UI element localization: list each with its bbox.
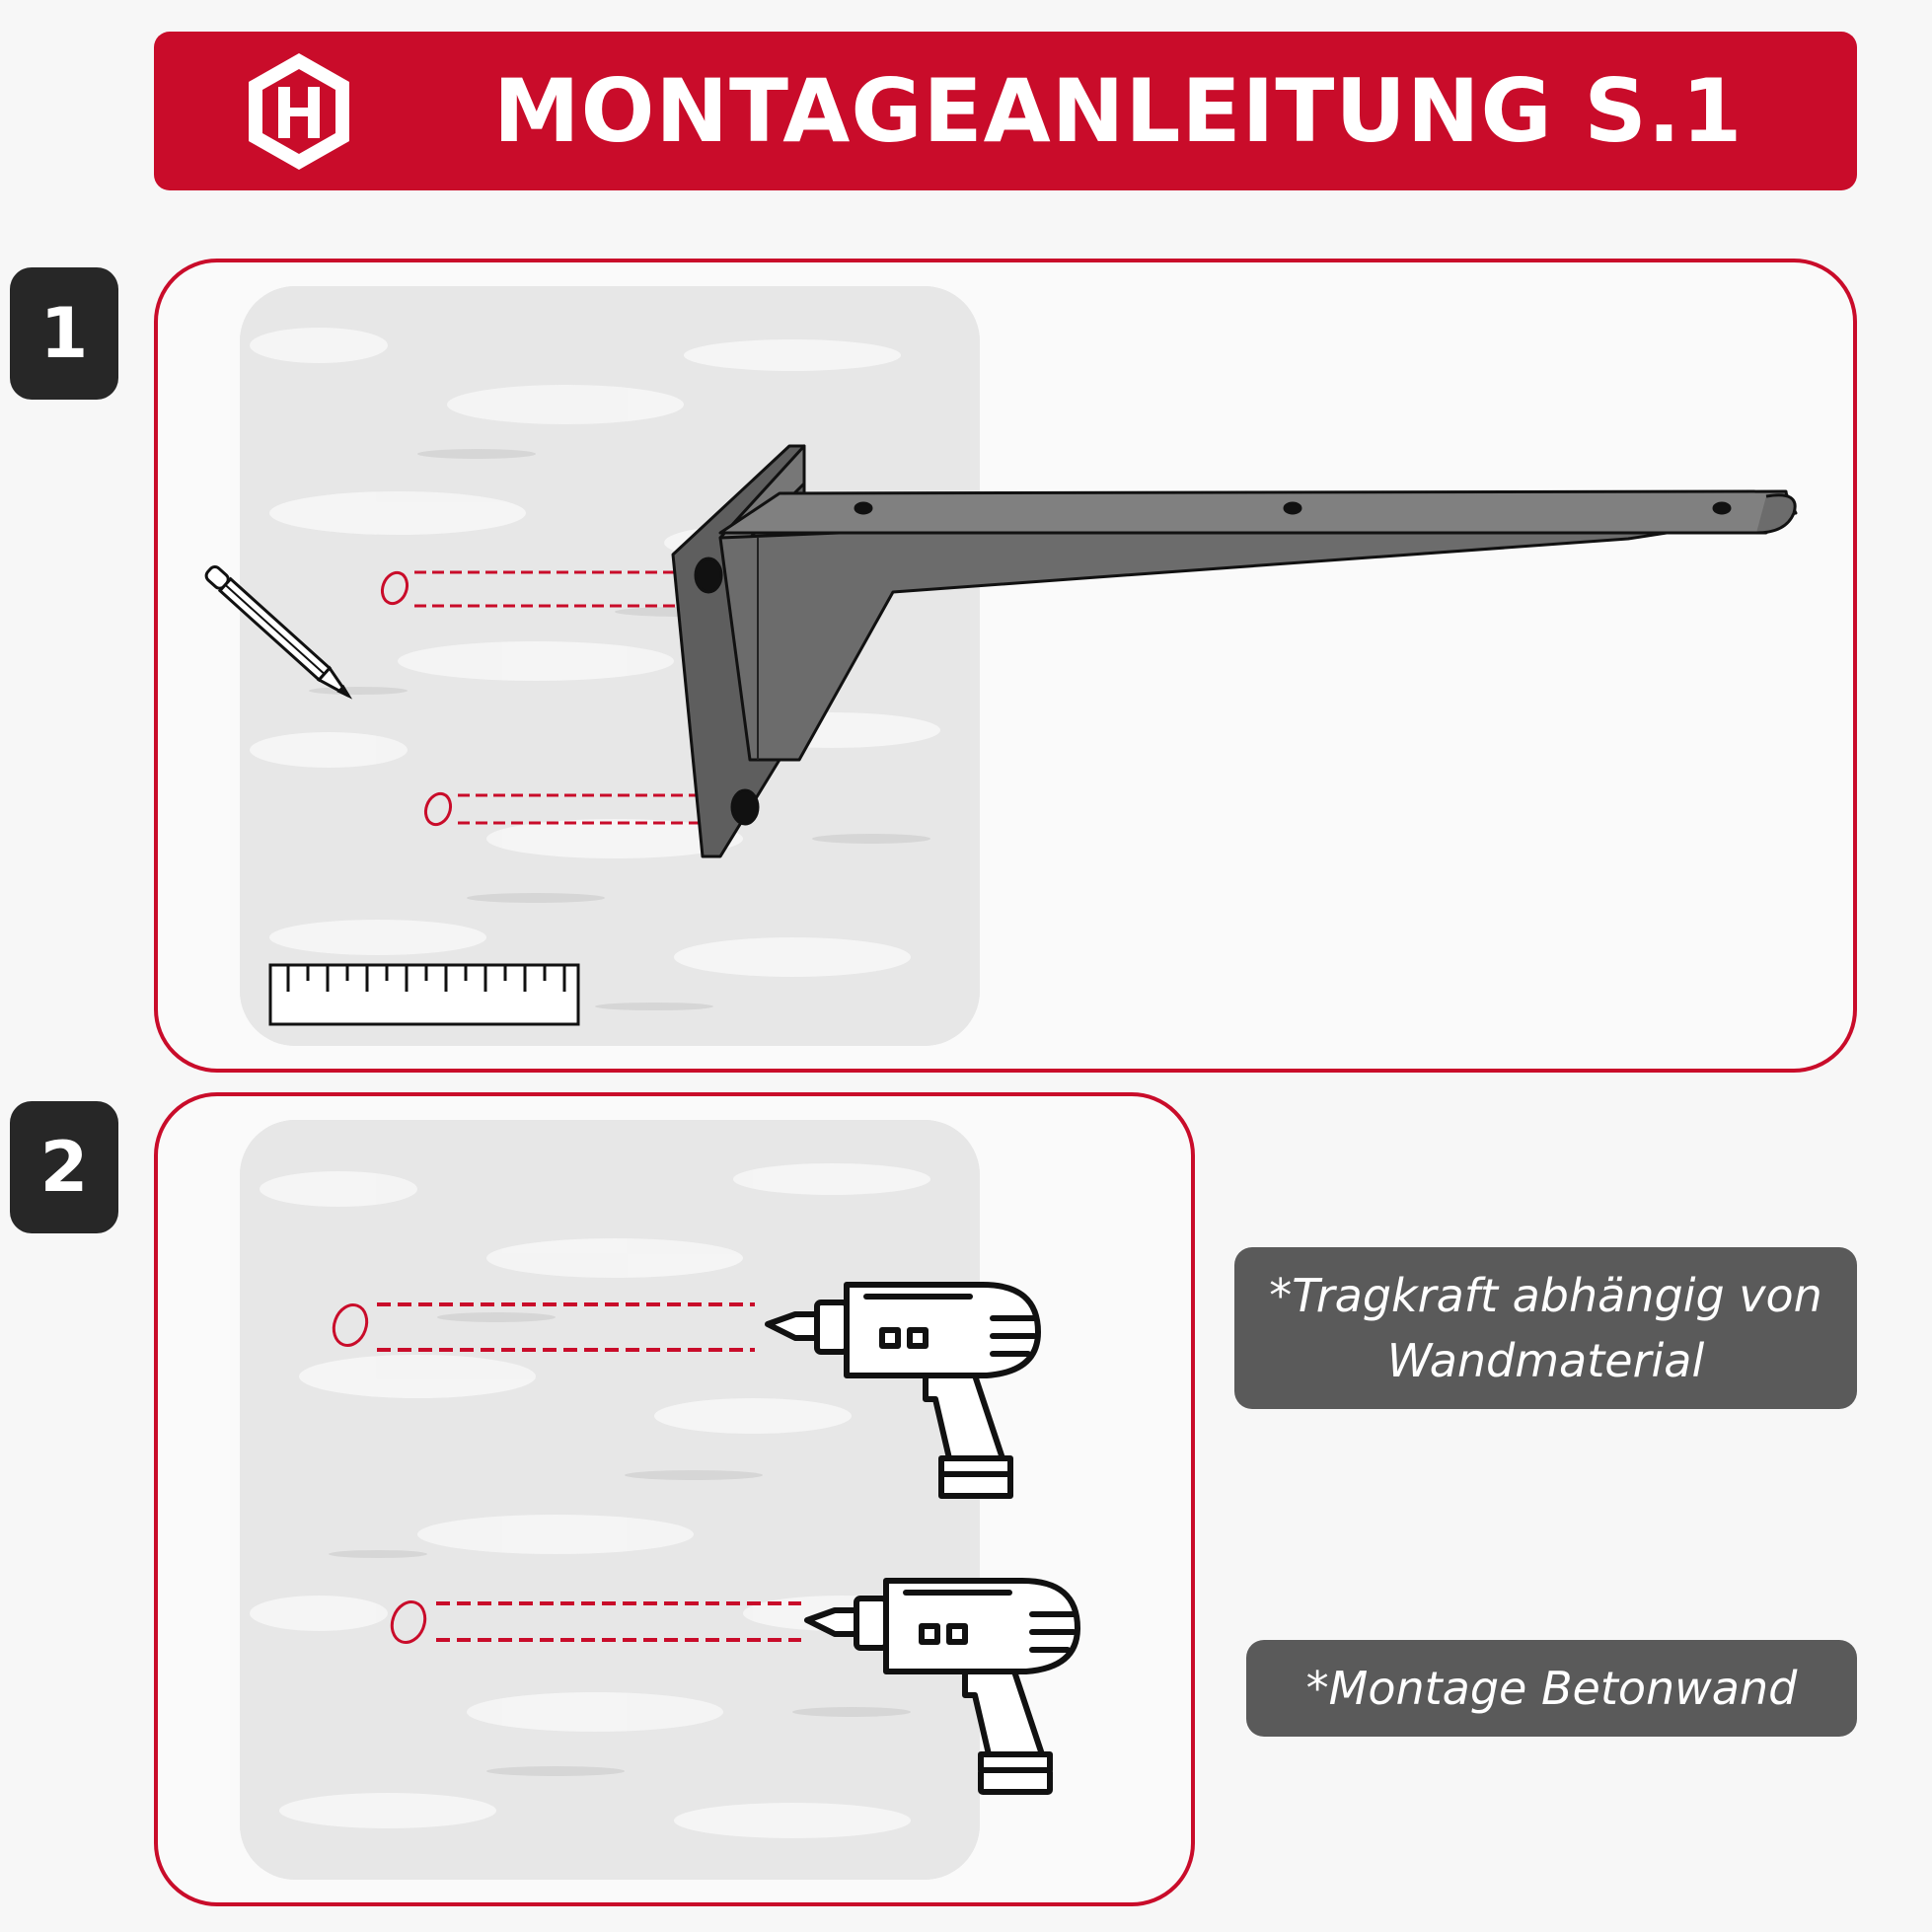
drill-mark (423, 791, 453, 827)
pencil-icon (204, 565, 353, 700)
ruler-icon (268, 963, 580, 1026)
step-number-2: 2 (10, 1101, 118, 1233)
wall-texture-1 (240, 286, 980, 1046)
note-load-capacity: *Tragkraft abhängig von Wandmaterial (1234, 1247, 1857, 1409)
hexagon-h-logo-icon (249, 53, 349, 170)
drill-icon (765, 1282, 1041, 1499)
step-number-1: 1 (10, 267, 118, 400)
drill-mark (380, 570, 409, 606)
drill-mark (332, 1303, 369, 1347)
header-banner: MONTAGEANLEITUNG S.1 (154, 32, 1857, 190)
note-concrete-wall: *Montage Betonwand (1246, 1640, 1857, 1737)
page-title: MONTAGEANLEITUNG S.1 (493, 60, 1744, 162)
drill-icon (804, 1578, 1080, 1795)
drill-mark (390, 1600, 427, 1644)
wall-bracket-icon (671, 444, 1798, 858)
